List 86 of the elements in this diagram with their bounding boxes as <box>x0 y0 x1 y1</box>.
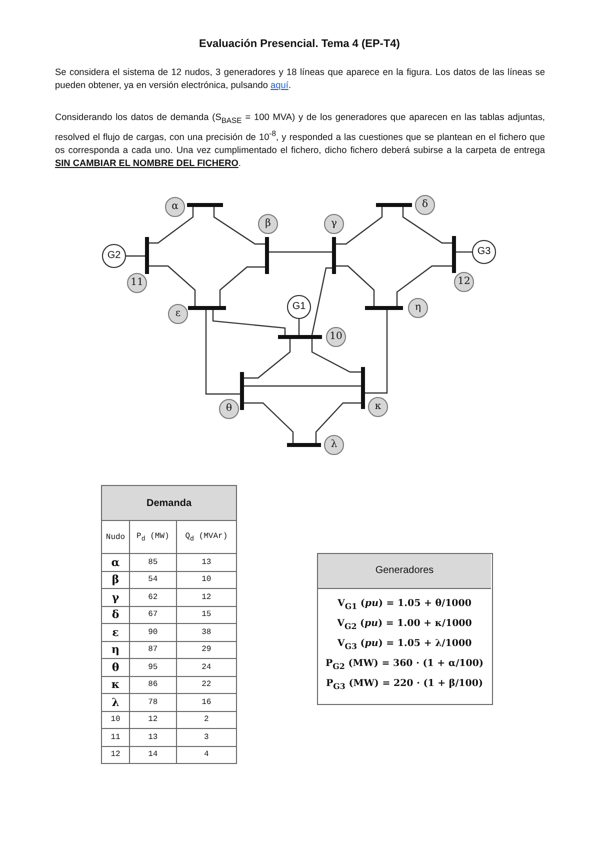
paragraph: Considerando los datos de demanda (S$_{BASE}$ = 100 MVA) y de los generadores que aparecen en las tablas adjuntas, resolved el flujo de cargas, con una precisión de 10$^{-8}$, y responded a las cuestiones que se plantean en el fichero que os corresponda a cada uno. Una vez cumplimentado el fichero, dicho fichero deberá subirse a la carpeta de entrega SIN CAMBIAR EL NOMBRE DEL FICHERO. <box>55 111 545 170</box>
transmission-line <box>365 310 388 394</box>
active-power-value: 85 <box>129 554 176 571</box>
transmission-line <box>456 251 472 253</box>
active-power-value: 87 <box>129 641 176 658</box>
bus-label: 10 <box>326 327 346 347</box>
bus-label: β <box>258 214 278 234</box>
reactive-power-value: 29 <box>176 641 236 658</box>
generator-circle: G3 <box>472 240 496 264</box>
active-power-value: 78 <box>129 694 176 711</box>
active-power-value: 90 <box>129 624 176 641</box>
transmission-line <box>402 207 452 244</box>
node-name: 12 <box>102 746 130 764</box>
link: aquí <box>270 80 288 90</box>
active-power-value: 86 <box>129 676 176 694</box>
bus-label: 12 <box>454 272 474 292</box>
page-title: Evaluación Presencial. Tema 4 (EP-T4) <box>198 38 401 50</box>
column-header: P$_{d}$ (MW) <box>129 520 176 554</box>
reactive-power-value: 38 <box>176 624 236 641</box>
bus-label: θ <box>219 399 239 419</box>
transmission-line <box>205 310 240 395</box>
generator-circle: G1 <box>287 295 311 319</box>
transmission-line <box>149 207 194 244</box>
node-name: 10 <box>102 711 130 728</box>
node-name: 11 <box>102 728 130 746</box>
transmission-line <box>126 255 145 257</box>
bus-label: γ <box>324 214 344 234</box>
active-power-value: 54 <box>129 571 176 588</box>
table-title: Demanda <box>102 486 236 520</box>
transmission-line <box>396 265 452 306</box>
transmission-line <box>336 265 375 306</box>
node-name: α <box>102 554 130 571</box>
reactive-power-value: 22 <box>176 676 236 694</box>
bus-label: α <box>165 197 185 217</box>
transmission-line <box>315 402 361 443</box>
reactive-power-value: 24 <box>176 658 236 676</box>
node-name: ε <box>102 624 130 641</box>
transmission-line <box>336 207 383 245</box>
bus-label: ε <box>168 304 188 324</box>
reactive-power-value: 4 <box>176 746 236 764</box>
bus-label: δ <box>415 195 435 215</box>
node-name: δ <box>102 606 130 624</box>
transmission-line <box>219 266 265 306</box>
formula: P$_{G3}$ (MW) = 220 · (1 + β/100) <box>324 678 484 691</box>
formula: V$_{G2}$ (pu) = 1.00 + κ/1000 <box>336 618 473 631</box>
active-power-value: 67 <box>129 606 176 624</box>
bus-label: κ <box>368 397 388 417</box>
active-power-value: 95 <box>129 658 176 676</box>
transmission-line <box>213 207 265 245</box>
transmission-line <box>212 310 286 335</box>
transmission-line <box>149 265 196 306</box>
bus-label: λ <box>324 435 344 455</box>
reactive-power-value: 15 <box>176 606 236 624</box>
active-power-value: 14 <box>129 746 176 764</box>
transmission-line <box>244 385 361 387</box>
node-name: η <box>102 641 130 658</box>
paragraph: Se considera el sistema de 12 nudos, 3 generadores y 18 líneas que aparece en la figura. Los datos de las líneas se pueden obtener, ya en versión electrónica, pulsando aquí. <box>55 66 545 92</box>
node-name: β <box>102 571 130 588</box>
formula: V$_{G1}$ (pu) = 1.05 + θ/1000 <box>336 598 473 611</box>
panel-heading: Generadores <box>318 554 491 589</box>
active-power-value: 62 <box>129 588 176 606</box>
column-header: Nudo <box>102 520 130 554</box>
reactive-power-value: 10 <box>176 571 236 588</box>
node-name: κ <box>102 676 130 694</box>
transmission-line <box>311 339 361 373</box>
reactive-power-value: 16 <box>176 694 236 711</box>
reactive-power-value: 12 <box>176 588 236 606</box>
transmission-line <box>298 319 300 335</box>
column-header: Q$_{d}$ (MVAr) <box>176 520 236 554</box>
reactive-power-value: 2 <box>176 711 236 728</box>
node-name: λ <box>102 694 130 711</box>
transmission-line <box>244 339 291 379</box>
transmission-line <box>244 402 294 443</box>
formula: V$_{G3}$ (pu) = 1.05 + λ/1000 <box>336 638 473 651</box>
active-power-value: 12 <box>129 711 176 728</box>
bus-label: 11 <box>127 273 147 293</box>
transmission-line <box>269 251 332 253</box>
transmission-line <box>311 267 332 336</box>
generator-circle: G2 <box>102 244 126 268</box>
active-power-value: 13 <box>129 728 176 746</box>
reactive-power-value: 13 <box>176 554 236 571</box>
formula: P$_{G2}$ (MW) = 360 · (1 + α/100) <box>324 658 485 671</box>
bus-label: η <box>408 298 428 318</box>
node-name: γ <box>102 588 130 606</box>
node-name: θ <box>102 658 130 676</box>
reactive-power-value: 3 <box>176 728 236 746</box>
